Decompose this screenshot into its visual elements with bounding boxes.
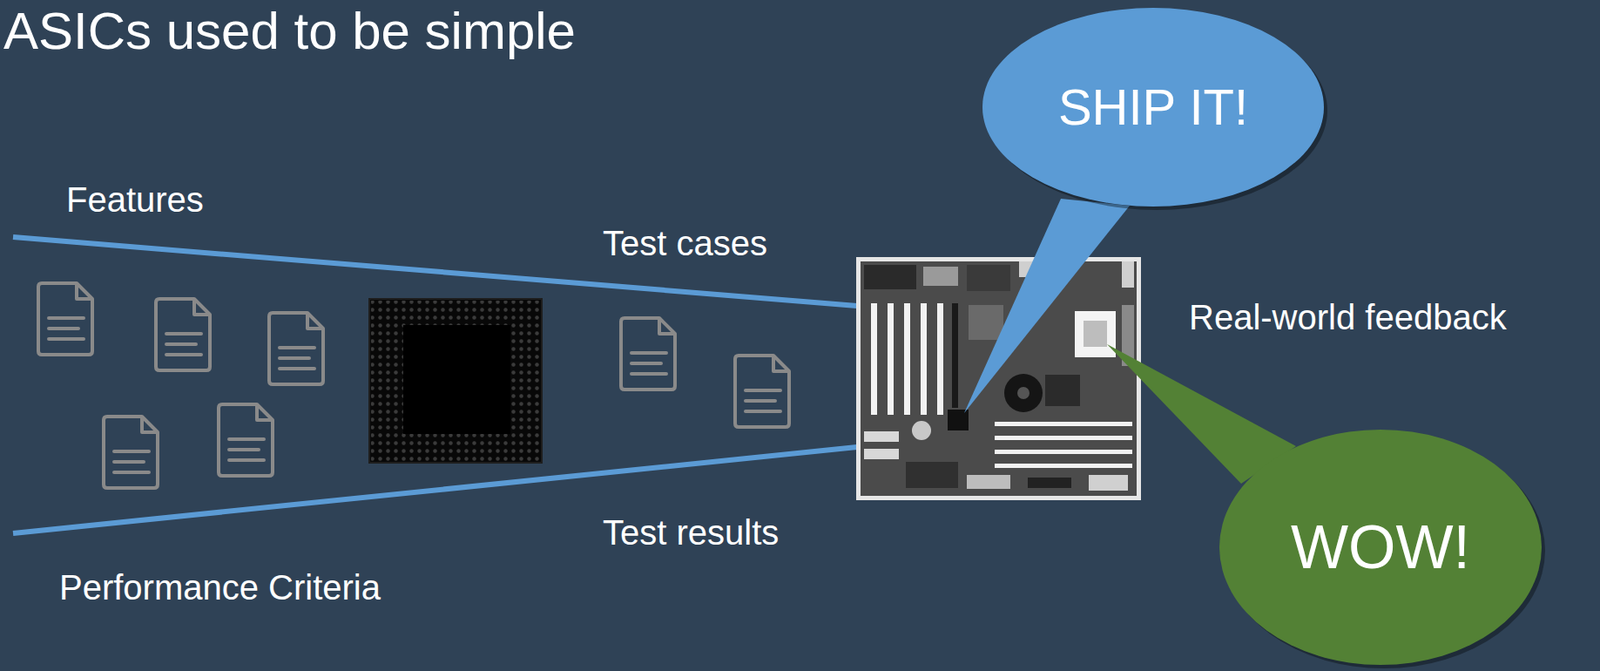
chip-package bbox=[369, 298, 542, 463]
document-icon bbox=[38, 283, 93, 355]
slide-title: ASICs used to be simple bbox=[3, 0, 576, 63]
document-icon bbox=[269, 312, 324, 385]
speech-bubble: SHIP IT! bbox=[982, 7, 1324, 207]
board bbox=[860, 261, 1137, 496]
fan-hub bbox=[1017, 386, 1030, 399]
pci-slot bbox=[870, 303, 878, 415]
battery bbox=[911, 420, 932, 440]
board-part bbox=[966, 264, 1011, 291]
speech-bubble: WOW! bbox=[1219, 429, 1542, 665]
board-part bbox=[864, 431, 899, 442]
bubble-ellipse bbox=[1219, 429, 1542, 665]
board-part bbox=[864, 264, 917, 290]
board-frame bbox=[856, 256, 1141, 500]
ram-slot bbox=[994, 449, 1133, 454]
document-icon bbox=[621, 317, 676, 390]
document-icon bbox=[218, 404, 273, 476]
board-part bbox=[1088, 474, 1128, 491]
cpu-socket-center bbox=[1083, 320, 1108, 347]
bubble-tail bbox=[1107, 344, 1297, 484]
slide-label: Performance Criteria bbox=[59, 566, 381, 608]
motherboard bbox=[856, 256, 1141, 500]
small-chip bbox=[947, 409, 969, 431]
board-part bbox=[923, 266, 959, 286]
agp-slot bbox=[951, 303, 959, 408]
board-part bbox=[1045, 374, 1081, 406]
board-part bbox=[905, 461, 959, 488]
pci-slot bbox=[937, 303, 944, 415]
cpu-socket bbox=[1074, 310, 1116, 358]
ram-slot bbox=[994, 463, 1133, 468]
pci-slot bbox=[920, 303, 927, 415]
chip-pins bbox=[371, 300, 541, 461]
board-part bbox=[1027, 477, 1072, 488]
fan bbox=[1004, 373, 1043, 412]
slide-label: Features bbox=[66, 178, 204, 221]
bubble-text: SHIP IT! bbox=[1058, 78, 1249, 137]
board-part bbox=[864, 448, 899, 460]
document-icon bbox=[155, 298, 210, 371]
bubble-text: WOW! bbox=[1290, 512, 1471, 583]
slide-label: Real-world feedback bbox=[1188, 296, 1507, 338]
bubble-tail bbox=[964, 198, 1130, 413]
board-part bbox=[968, 304, 1004, 340]
pci-slot bbox=[904, 303, 911, 415]
pci-slot bbox=[887, 303, 894, 415]
asic-chip bbox=[369, 298, 542, 463]
ram-slot bbox=[994, 421, 1133, 426]
board-part bbox=[966, 474, 1011, 489]
document-icon bbox=[103, 416, 158, 488]
document-icon bbox=[735, 355, 790, 427]
bubble-ellipse bbox=[982, 7, 1324, 207]
ram-slot bbox=[994, 435, 1133, 440]
chip-die bbox=[403, 324, 511, 434]
slide-label: Test results bbox=[602, 511, 779, 554]
board-part bbox=[1121, 261, 1135, 288]
slide-label: Test cases bbox=[602, 222, 768, 264]
